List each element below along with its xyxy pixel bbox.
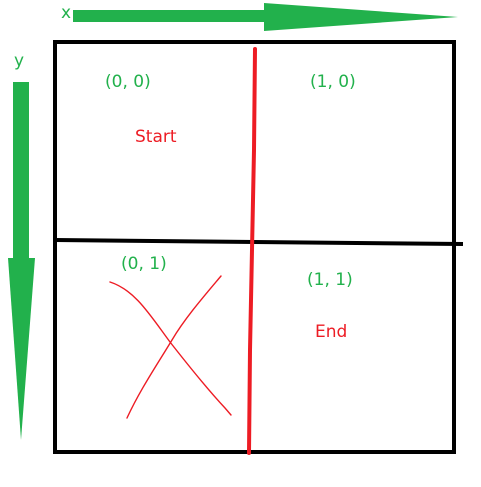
cell-label-0-1: (0, 1) — [121, 254, 167, 274]
end-label: End — [315, 322, 348, 342]
cell-label-1-0: (1, 0) — [310, 72, 356, 92]
red-wall-line — [247, 47, 257, 455]
cell-label-0-0: (0, 0) — [105, 72, 151, 92]
y-axis-arrow-icon — [8, 82, 35, 440]
x-axis-arrow-icon — [73, 3, 458, 31]
x-axis-label: x — [61, 3, 72, 23]
grid-border — [53, 40, 456, 454]
start-label: Start — [135, 127, 177, 147]
grid-horizontal-divider — [54, 238, 464, 246]
cell-label-1-1: (1, 1) — [307, 270, 353, 290]
y-axis-label: y — [14, 51, 25, 71]
x-mark-icon — [109, 275, 232, 419]
